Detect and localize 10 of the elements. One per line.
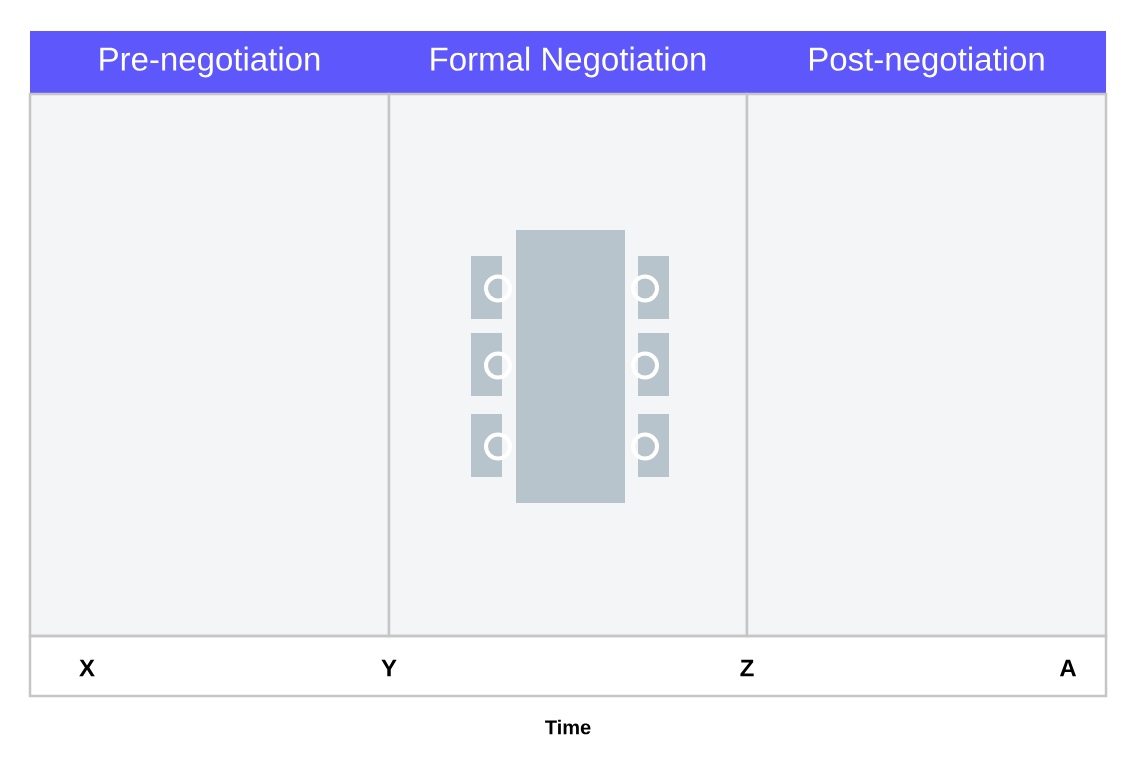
node-label: Formal Negotiation <box>431 46 706 78</box>
axis-label: X <box>79 659 95 677</box>
axis-label: Y <box>381 659 397 677</box>
axis-label: A <box>1059 659 1077 677</box>
node-label: Post-negotiation <box>809 46 1044 78</box>
axis-title: Time <box>545 719 591 735</box>
node-label: Pre-negotiation <box>100 46 320 78</box>
column-panel: Post-negotiation <box>745 31 1108 638</box>
column-panel: Pre-negotiation <box>28 31 391 638</box>
axis-label: Z <box>740 659 754 677</box>
